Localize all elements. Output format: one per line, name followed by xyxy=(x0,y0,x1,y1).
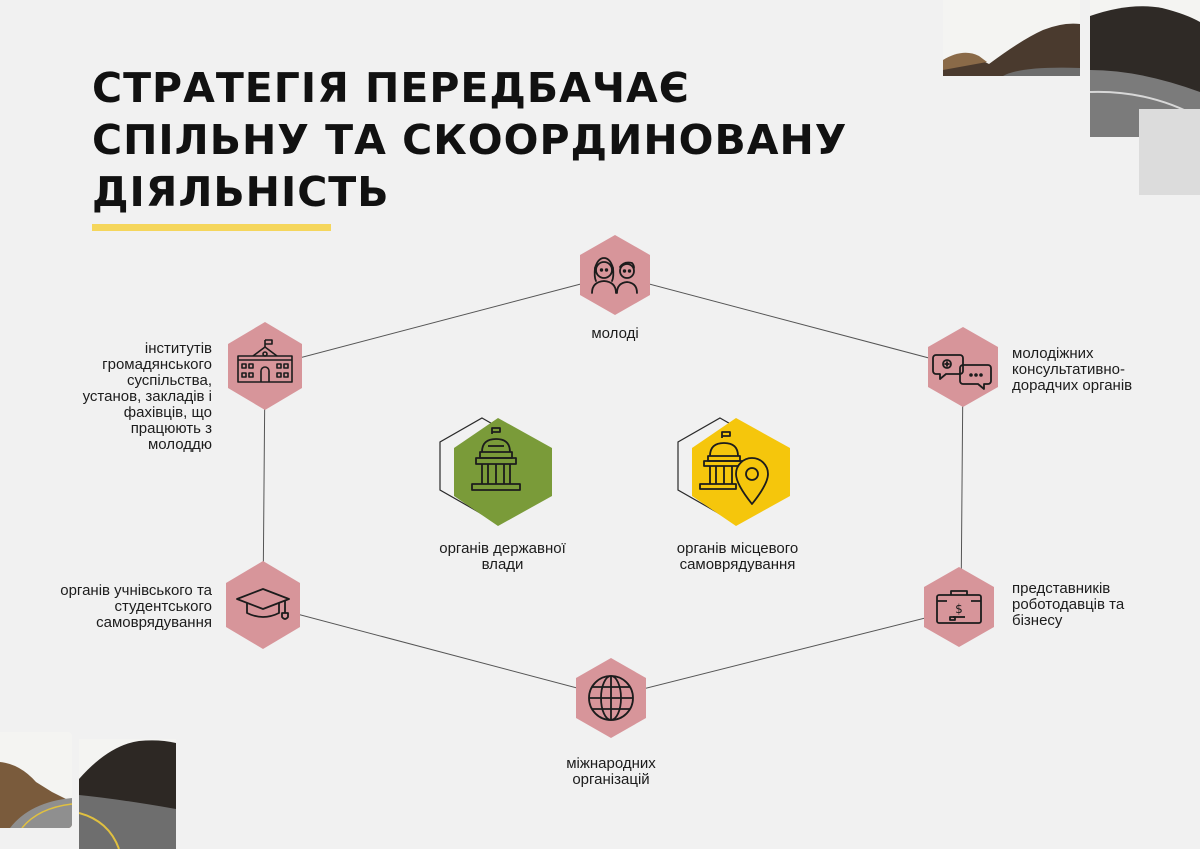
node-employers-label: представників роботодавців та бізнесу xyxy=(1012,580,1125,629)
node-students xyxy=(223,561,303,649)
youth-icon xyxy=(591,257,638,294)
title-underline xyxy=(92,224,331,231)
title-line-1: СТРАТЕГІЯ ПЕРЕДБАЧАЄ xyxy=(92,64,690,112)
chat-icon xyxy=(932,354,992,390)
node-councils-label: молодіжних консультативно-дорадчих орган… xyxy=(1012,345,1133,394)
road-photo-bottom-left xyxy=(0,732,72,828)
briefcase-icon: $ xyxy=(936,590,982,624)
capitol-location-icon xyxy=(699,431,769,505)
node-youth-label: молоді xyxy=(591,325,639,342)
node-councils xyxy=(923,327,1003,407)
capitol-icon xyxy=(471,427,521,491)
title-line-3: ДІЯЛЬНІСТЬ xyxy=(92,168,390,216)
center-local-label: органів місцевого самоврядування xyxy=(676,540,799,573)
center-local xyxy=(674,410,794,530)
node-youth xyxy=(575,235,655,315)
road-photo-top-left xyxy=(943,0,1080,76)
title-line-2: СПІЛЬНУ ТА СКООРДИНОВАНУ xyxy=(92,116,848,164)
road-photo-bottom-right xyxy=(79,739,176,849)
node-students-label: органів учнівського та студентського сам… xyxy=(60,582,212,631)
page-title: СТРАТЕГІЯ ПЕРЕДБАЧАЄ СПІЛЬНУ ТА СКООРДИН… xyxy=(92,62,847,218)
node-international-label: міжнародних організацій xyxy=(566,755,656,788)
graduation-cap-icon xyxy=(236,588,290,620)
globe-icon xyxy=(588,675,634,721)
node-employers: $ xyxy=(919,567,999,647)
gray-accent-block xyxy=(1139,109,1200,195)
node-institutes-label: інститутів громадянського суспільства, у… xyxy=(82,340,212,453)
school-building-icon xyxy=(237,339,293,383)
node-international xyxy=(571,658,651,738)
svg-text:$: $ xyxy=(955,602,963,616)
center-state xyxy=(436,410,556,530)
center-state-label: органів державної влади xyxy=(439,540,566,573)
node-institutes xyxy=(225,322,305,410)
